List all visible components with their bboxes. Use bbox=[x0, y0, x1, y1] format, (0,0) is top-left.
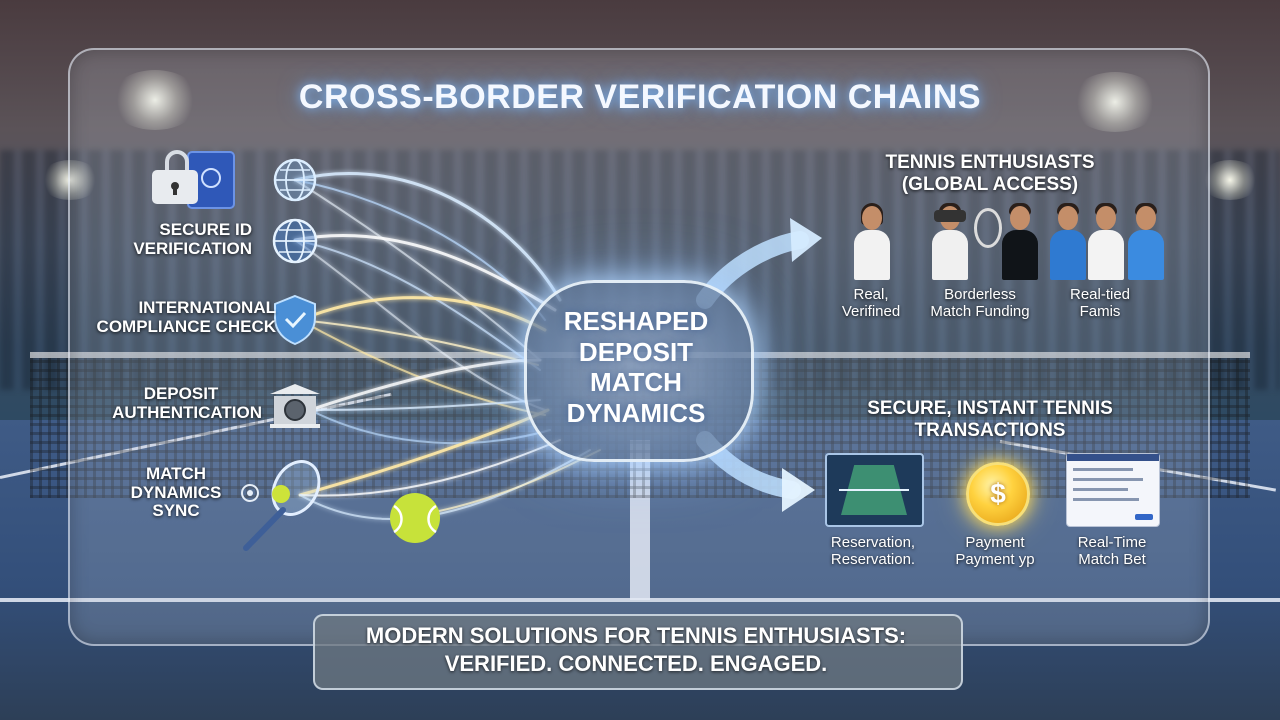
person-torso bbox=[1088, 230, 1124, 280]
person-avatar bbox=[852, 200, 892, 280]
footer-banner bbox=[313, 614, 963, 690]
court-line bbox=[630, 440, 650, 600]
globe-icon bbox=[273, 158, 317, 202]
step-label-line: AUTHENTICATION bbox=[112, 402, 262, 422]
globe-icon bbox=[272, 218, 318, 264]
app-action-button bbox=[1135, 514, 1153, 520]
label-line: Famis bbox=[1079, 303, 1121, 321]
person-head bbox=[1058, 206, 1078, 230]
step-label-line: COMPLIANCE CHECK bbox=[96, 316, 276, 336]
app-row bbox=[1073, 468, 1133, 471]
hub-label: RESHAPED DEPOSIT MATCH DYNAMICS bbox=[524, 306, 748, 429]
footer-line: MODERN SOLUTIONS FOR TENNIS ENTHUSIASTS: bbox=[365, 623, 907, 648]
footer-line: VERIFIED. CONNECTED. ENGAGED. bbox=[444, 651, 828, 677]
person-avatar bbox=[1048, 200, 1088, 280]
hub-line: DEPOSIT bbox=[578, 336, 694, 367]
coin-symbol: $ bbox=[990, 478, 1006, 509]
stadium-light bbox=[40, 160, 100, 200]
match-bet-app-screen bbox=[1066, 453, 1160, 527]
person-head bbox=[1010, 206, 1030, 230]
app-header-bar bbox=[1067, 454, 1159, 461]
arrow-up-right bbox=[696, 218, 822, 309]
payment-coin-icon: $ bbox=[966, 462, 1030, 526]
transaction-label-reservation: Reservation, Reservation. bbox=[818, 534, 928, 569]
app-row bbox=[1073, 498, 1139, 501]
shield-icon bbox=[274, 294, 316, 346]
court-screen-line bbox=[839, 489, 909, 491]
person-avatar bbox=[930, 200, 970, 280]
enthusiast-label-verified: Real, Verifined bbox=[826, 286, 916, 321]
label-line: Borderless bbox=[944, 286, 1016, 303]
court-line bbox=[0, 598, 1280, 602]
heading-line: TRANSACTIONS bbox=[914, 419, 1066, 441]
step-label-match-sync: MATCH DYNAMICS SYNC bbox=[120, 464, 232, 521]
person-avatar bbox=[1086, 200, 1126, 280]
page-title: CROSS-BORDER VERIFICATION CHAINS bbox=[298, 78, 982, 116]
person-torso bbox=[932, 230, 968, 280]
enthusiast-label-famis: Real-tied Famis bbox=[1052, 286, 1148, 321]
label-line: Real, bbox=[853, 286, 889, 303]
lock-passport-icon bbox=[152, 150, 235, 209]
footer-text: MODERN SOLUTIONS FOR TENNIS ENTHUSIASTS:… bbox=[313, 622, 959, 678]
person-head bbox=[1136, 206, 1156, 230]
label-line: Reservation. bbox=[830, 551, 916, 569]
app-row bbox=[1073, 488, 1128, 491]
person-torso bbox=[1002, 230, 1038, 280]
step-label-line: MATCH bbox=[145, 464, 207, 483]
step-label-deposit: DEPOSIT AUTHENTICATION bbox=[100, 384, 262, 422]
target-icon bbox=[241, 484, 259, 502]
person-torso bbox=[854, 230, 890, 280]
label-line: Verifined bbox=[841, 303, 901, 321]
label-line: Payment yp bbox=[955, 551, 1035, 569]
hub-line: MATCH bbox=[590, 367, 682, 398]
step-label-line: SECURE ID bbox=[159, 220, 252, 239]
step-label-secure-id: SECURE ID VERIFICATION bbox=[110, 220, 252, 258]
step-label-line: VERIFICATION bbox=[133, 238, 252, 258]
person-head bbox=[1096, 206, 1116, 230]
stadium-light bbox=[1070, 72, 1160, 132]
label-line: Real-tied bbox=[1069, 286, 1131, 303]
enthusiast-label-funding: Borderless Match Funding bbox=[915, 286, 1045, 321]
person-avatar bbox=[1126, 200, 1166, 280]
step-label-compliance: INTERNATIONAL COMPLIANCE CHECK bbox=[86, 298, 276, 336]
heading-line: TENNIS ENTHUSIASTS bbox=[885, 152, 1095, 173]
transactions-heading: SECURE, INSTANT TENNIS TRANSACTIONS bbox=[850, 398, 1130, 442]
heading-line: SECURE, INSTANT TENNIS bbox=[867, 398, 1113, 419]
vr-headset-icon bbox=[934, 210, 966, 222]
tennis-ball-icon bbox=[390, 493, 440, 543]
app-row bbox=[1073, 478, 1143, 481]
stadium-light bbox=[1200, 160, 1260, 200]
enthusiasts-heading: TENNIS ENTHUSIASTS (GLOBAL ACCESS) bbox=[860, 152, 1120, 196]
person-torso bbox=[1128, 230, 1164, 280]
hub-line: RESHAPED bbox=[563, 306, 709, 336]
stadium-light bbox=[110, 70, 200, 130]
court-booking-screen bbox=[825, 453, 924, 527]
central-hub bbox=[524, 280, 754, 462]
step-label-line: DEPOSIT bbox=[143, 384, 219, 403]
vault-icon bbox=[270, 384, 320, 428]
label-line: Payment bbox=[965, 534, 1025, 551]
transaction-label-payment: Payment Payment yp bbox=[940, 534, 1050, 569]
person-avatar bbox=[1000, 200, 1040, 280]
transaction-label-match-bet: Real-Time Match Bet bbox=[1060, 534, 1164, 569]
label-line: Match Bet bbox=[1078, 551, 1146, 569]
tennis-racket-icon bbox=[243, 460, 321, 551]
label-line: Reservation, bbox=[830, 534, 916, 551]
label-line: Real-Time bbox=[1077, 534, 1147, 551]
heading-line: (GLOBAL ACCESS) bbox=[901, 173, 1079, 195]
person-head bbox=[862, 206, 882, 230]
step-label-line: DYNAMICS bbox=[130, 482, 222, 502]
step-label-line: SYNC bbox=[152, 501, 200, 521]
hub-line: DYNAMICS bbox=[566, 398, 706, 429]
tennis-racket-icon bbox=[974, 208, 1002, 248]
person-torso bbox=[1050, 230, 1086, 280]
label-line: Match Funding bbox=[930, 303, 1030, 321]
step-label-line: INTERNATIONAL bbox=[138, 298, 276, 317]
